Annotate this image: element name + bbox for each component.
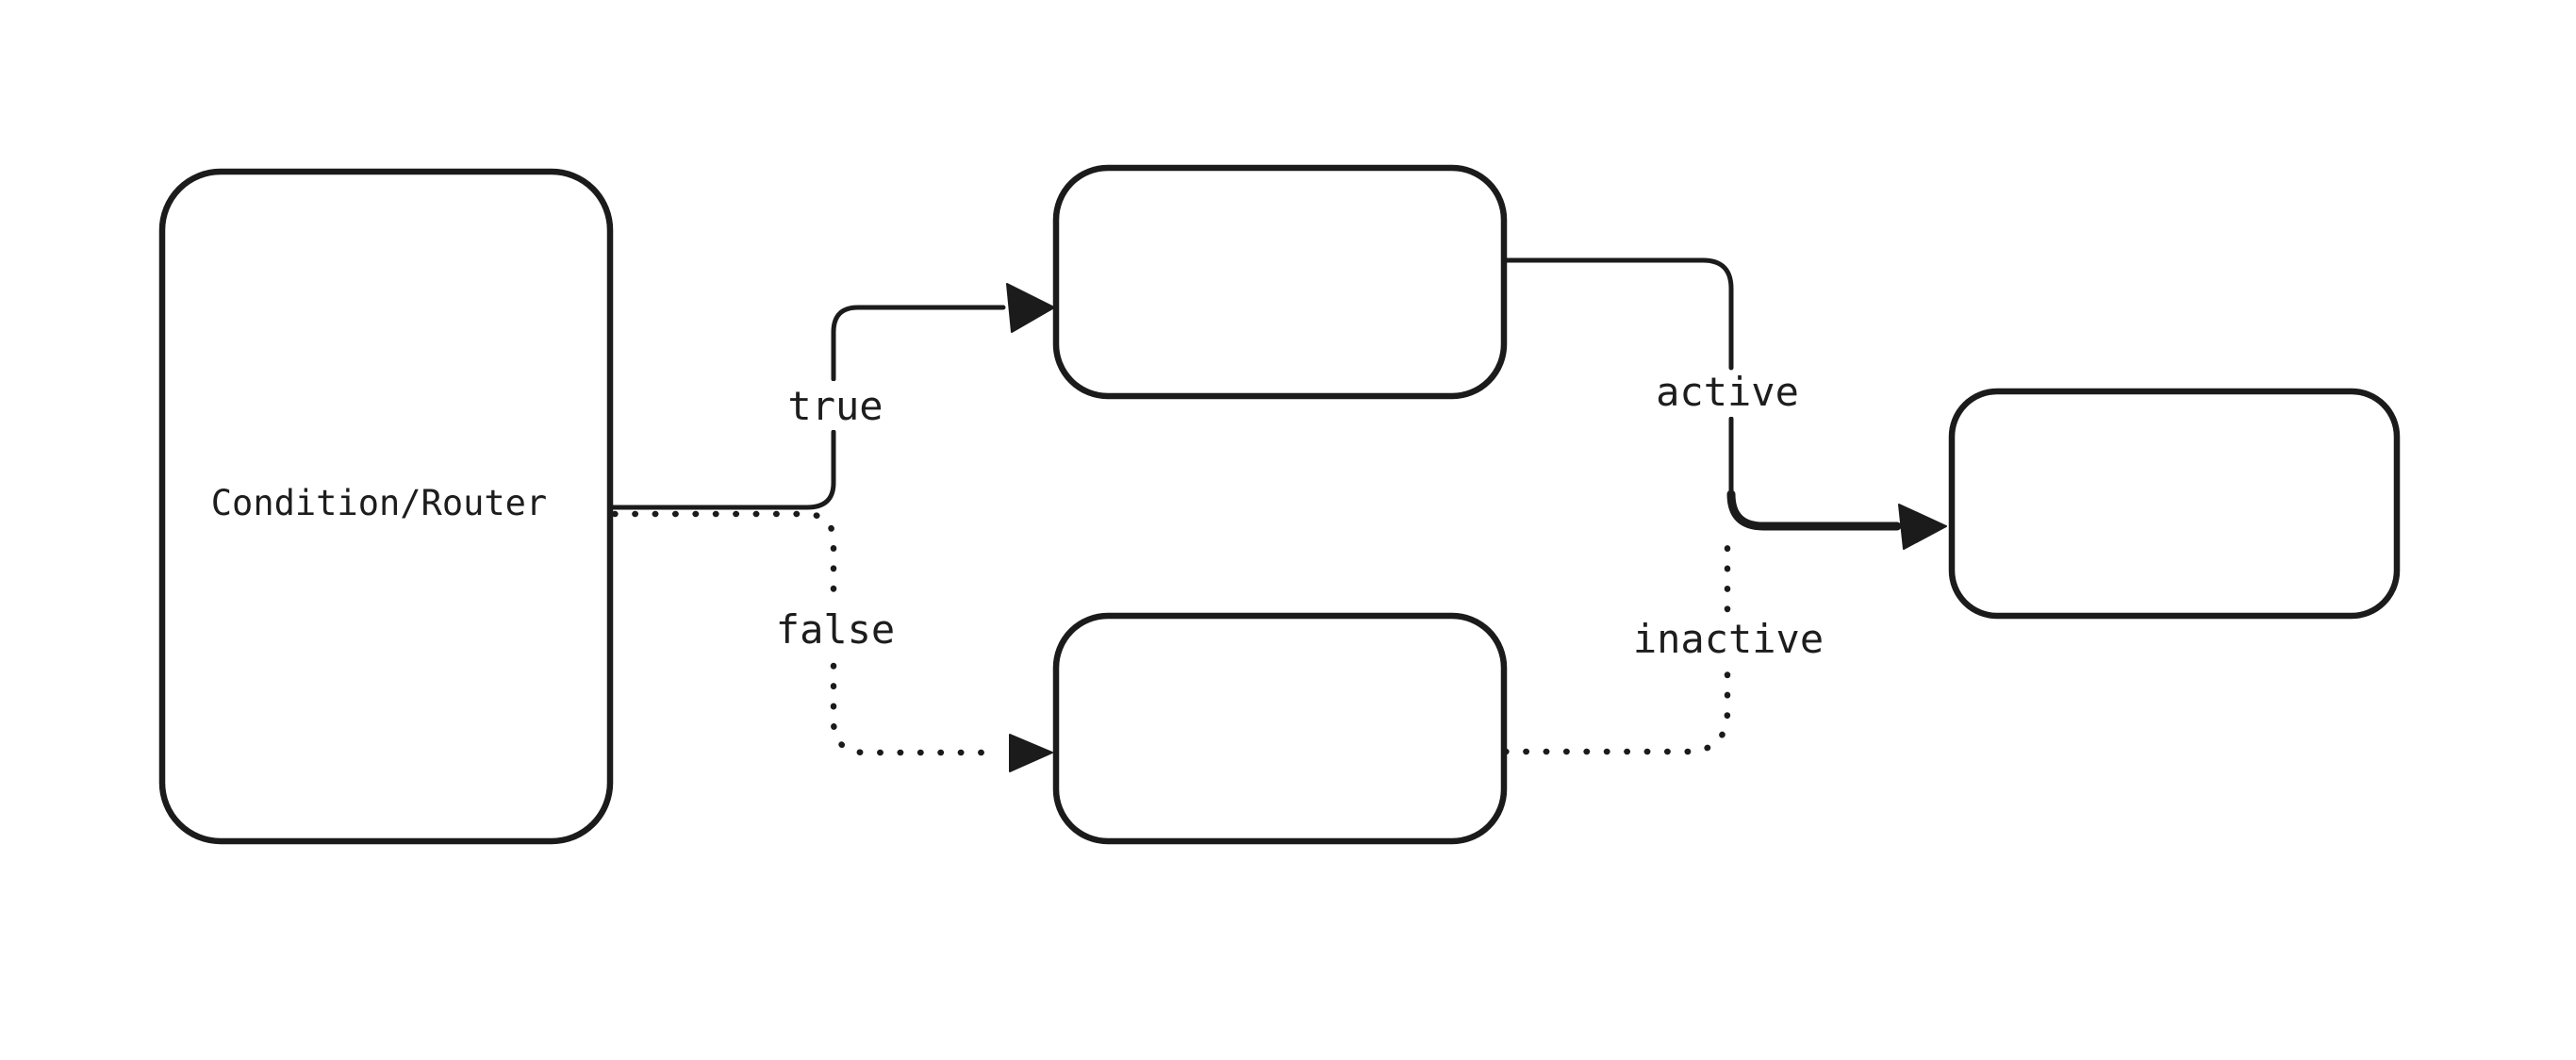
edge-label-halo [1652, 372, 1805, 417]
node-false-branch-shape [1052, 612, 1508, 845]
node-condition-router[interactable]: Condition/Router [158, 168, 614, 845]
edge-label-inactive: inactive [1633, 616, 1824, 662]
arrowhead-icon [1009, 734, 1053, 772]
node-false-branch-box[interactable] [1052, 612, 1508, 845]
edge-label-true: true [787, 383, 883, 429]
edge-true-segment [608, 429, 836, 510]
edge-false-segment [611, 510, 837, 607]
node-result-shape [1948, 388, 2401, 620]
edge-inactive[interactable]: inactive [1502, 541, 1831, 755]
edge-false-segment [830, 662, 990, 756]
node-label-condition-router: Condition/Router [211, 483, 547, 523]
edge-active-segment [1503, 257, 1734, 371]
node-true-branch-box[interactable] [1052, 164, 1508, 400]
node-condition-router-shape [158, 168, 614, 845]
edge-false[interactable]: false [611, 510, 1053, 772]
edge-active[interactable]: active [1503, 257, 1947, 550]
edge-label-halo [788, 381, 884, 430]
edge-inactive-segment [1502, 662, 1731, 755]
arrowhead-icon [1006, 283, 1055, 333]
node-true-branch-shape [1052, 164, 1508, 400]
node-result-box[interactable] [1948, 388, 2401, 620]
edge-label-halo [773, 607, 898, 656]
edge-label-false: false [776, 606, 895, 653]
arrowhead-icon [1898, 504, 1947, 550]
edge-active-bold-segment [1726, 489, 1902, 531]
edge-label-active: active [1656, 369, 1799, 415]
edge-true[interactable]: true [608, 283, 1055, 510]
edge-label-halo [1627, 615, 1831, 662]
edge-true-segment [831, 305, 1006, 382]
